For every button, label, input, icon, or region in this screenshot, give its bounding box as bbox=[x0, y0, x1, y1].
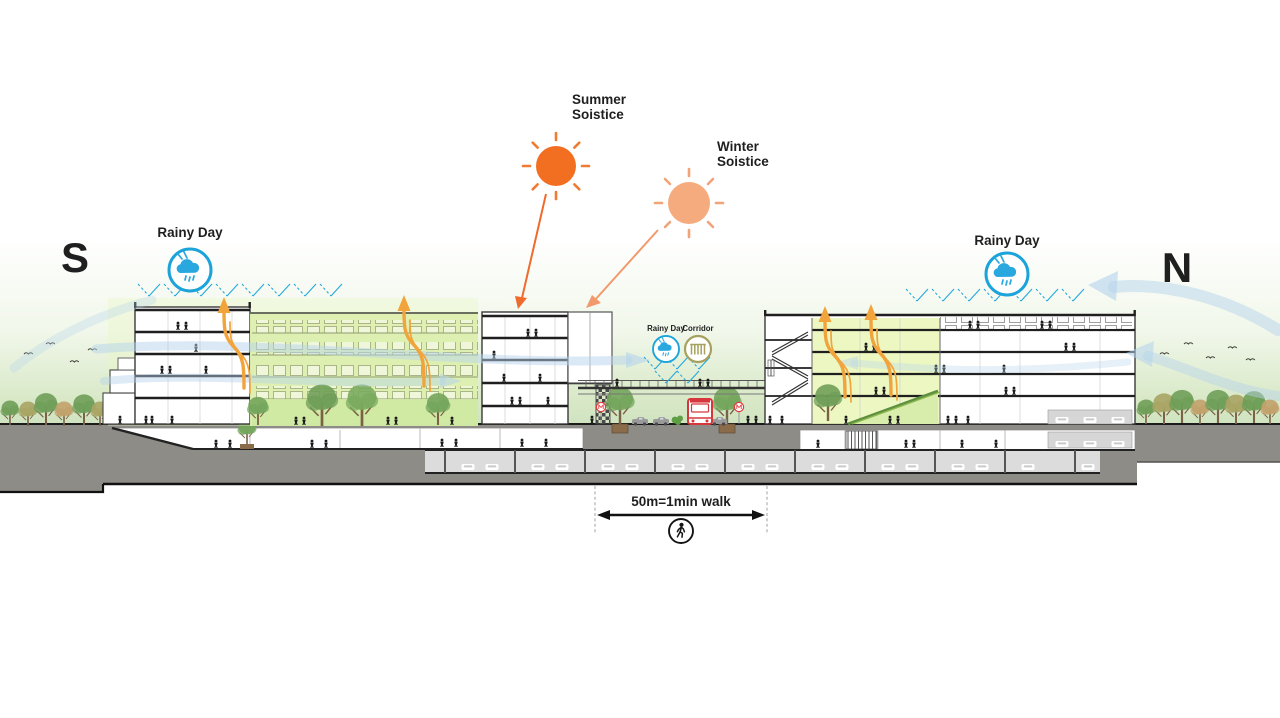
basement-stair bbox=[845, 430, 878, 450]
compass-north-label: N bbox=[1162, 244, 1192, 291]
parked-car-icon bbox=[1055, 417, 1069, 423]
scale-bar bbox=[594, 486, 768, 544]
bush bbox=[671, 415, 683, 425]
parked-car-icon bbox=[811, 464, 825, 470]
wind-flow-arrows bbox=[9, 271, 1280, 401]
corridor-rainy-label: Rainy Day bbox=[647, 324, 685, 333]
parked-car-icon bbox=[461, 464, 475, 470]
wind-flow-arrow bbox=[1143, 351, 1280, 401]
street-canyon bbox=[578, 378, 802, 434]
wind-flow-arrow bbox=[91, 341, 633, 366]
parked-car-icon bbox=[555, 464, 569, 470]
underground-parking bbox=[425, 449, 1135, 474]
bus-icon bbox=[687, 398, 713, 425]
parked-car-icon bbox=[1055, 441, 1069, 447]
rainy-day-icon-right bbox=[984, 251, 1030, 297]
parked-car-icon bbox=[881, 464, 895, 470]
sun-disc bbox=[668, 182, 710, 224]
summer-solstice-label-line2: Soistice bbox=[572, 107, 624, 122]
planter-box bbox=[240, 444, 254, 449]
rainy-day-icon-corridor bbox=[652, 335, 680, 363]
wind-flow-arrow bbox=[9, 295, 157, 373]
summer-solstice-label-line1: Summer bbox=[572, 92, 627, 107]
parked-car-icon bbox=[1081, 464, 1095, 470]
parking-ramp bbox=[111, 426, 194, 451]
winter-solstice-label-line2: Soistice bbox=[717, 154, 769, 169]
scale-label: 50m=1min walk bbox=[631, 494, 731, 509]
parked-car-icon bbox=[1021, 464, 1035, 470]
compass-south-label: S bbox=[61, 234, 89, 281]
middle-building-section bbox=[481, 311, 613, 425]
parked-car-icon bbox=[625, 464, 639, 470]
parked-car-icon bbox=[695, 464, 709, 470]
corridor-pergola-icon bbox=[683, 334, 713, 364]
rainy-day-left-label: Rainy Day bbox=[157, 225, 223, 240]
planter-box bbox=[611, 423, 629, 434]
parked-car-icon bbox=[1111, 441, 1125, 447]
parked-car-icon bbox=[531, 464, 545, 470]
rainy-day-icon-left bbox=[167, 247, 213, 293]
rainy-day-right-label: Rainy Day bbox=[974, 233, 1040, 248]
parked-car-icon bbox=[671, 464, 685, 470]
winter-solstice-label-line1: Winter bbox=[717, 139, 760, 154]
window-band bbox=[940, 317, 1132, 329]
parked-car-icon bbox=[485, 464, 499, 470]
wind-flow-arrow bbox=[1108, 280, 1280, 336]
parked-car-icon bbox=[1111, 417, 1125, 423]
sun-disc bbox=[536, 146, 576, 186]
left-building-section bbox=[102, 298, 478, 428]
pedestrian-icon bbox=[668, 518, 694, 544]
parked-car-icon bbox=[1083, 441, 1097, 447]
winter-sun-icon bbox=[653, 167, 725, 239]
winter-sun-ray-arrow bbox=[586, 229, 659, 308]
wind-flow-arrow bbox=[850, 358, 1132, 374]
parked-car-icon bbox=[765, 464, 779, 470]
atrium-stairs bbox=[771, 331, 809, 406]
parked-car-icon bbox=[905, 464, 919, 470]
right-building-section bbox=[764, 310, 1136, 426]
planter-box bbox=[718, 423, 736, 434]
transit-sign bbox=[595, 401, 607, 413]
parked-car-icon bbox=[835, 464, 849, 470]
wind-flow-arrow bbox=[100, 373, 446, 387]
corridor-label: Corridor bbox=[682, 324, 713, 333]
parked-car-icon bbox=[975, 464, 989, 470]
parked-car-icon bbox=[1083, 417, 1097, 423]
parked-car-icon bbox=[951, 464, 965, 470]
parked-car-icon bbox=[601, 464, 615, 470]
summer-sun-ray-arrow bbox=[515, 193, 547, 309]
summer-sun-icon bbox=[521, 131, 591, 201]
parked-car-icon bbox=[741, 464, 755, 470]
bridge-railing bbox=[578, 381, 772, 388]
transit-sign bbox=[733, 401, 745, 413]
